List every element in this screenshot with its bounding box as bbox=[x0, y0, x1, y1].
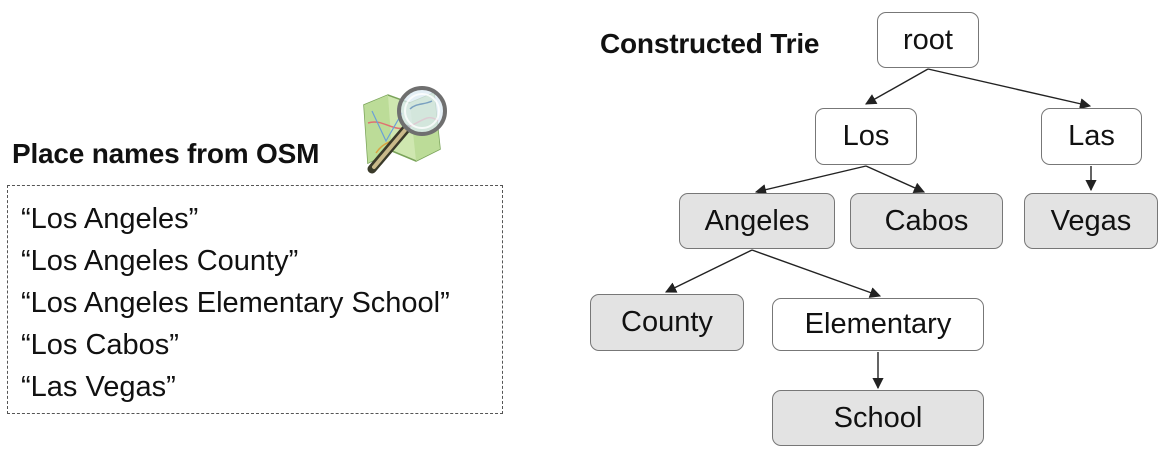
trie-node-school: School bbox=[772, 390, 984, 446]
openstreetmap-magnifier-icon bbox=[363, 86, 447, 174]
trie-node-elementary: Elementary bbox=[772, 298, 984, 351]
trie-node-root: root bbox=[877, 12, 979, 68]
place-names-list: “Los Angeles” “Los Angeles County” “Los … bbox=[7, 185, 503, 414]
trie-node-county: County bbox=[590, 294, 744, 351]
trie-edge bbox=[865, 68, 929, 105]
trie-edge bbox=[664, 249, 753, 293]
place-name-item: “Las Vegas” bbox=[21, 371, 176, 403]
trie-node-las: Las bbox=[1041, 108, 1142, 165]
trie-node-vegas: Vegas bbox=[1024, 193, 1158, 249]
trie-node-los: Los bbox=[815, 108, 917, 165]
trie-edge bbox=[865, 165, 926, 193]
trie-edge bbox=[927, 68, 1092, 110]
place-name-item: “Los Angeles Elementary School” bbox=[21, 287, 450, 319]
place-name-item: “Los Angeles” bbox=[21, 203, 199, 235]
trie-node-angeles: Angeles bbox=[679, 193, 835, 249]
trie-node-cabos: Cabos bbox=[850, 193, 1003, 249]
trie-section-title: Constructed Trie bbox=[600, 28, 820, 59]
trie-edge bbox=[754, 165, 867, 196]
place-name-item: “Los Angeles County” bbox=[21, 245, 299, 277]
trie-edge bbox=[751, 249, 882, 298]
osm-section-title: Place names from OSM bbox=[12, 138, 320, 169]
place-name-item: “Los Cabos” bbox=[21, 329, 179, 361]
